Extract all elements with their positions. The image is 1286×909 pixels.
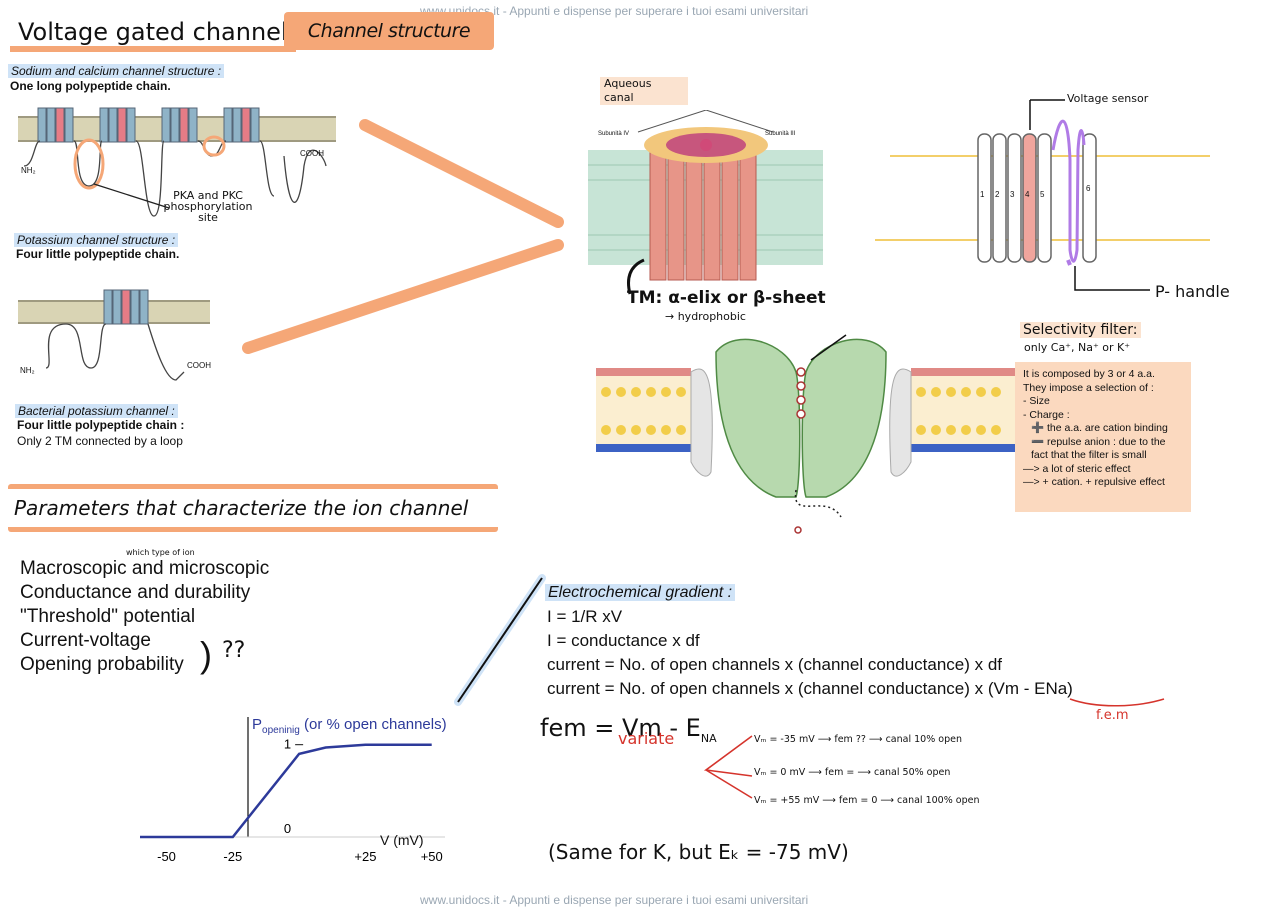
pka-annotation: PKA and PKC phosphorylation site xyxy=(163,189,253,224)
x-tick-label: -25 xyxy=(223,849,242,864)
bacterial-channel-label: Bacterial potassium channel : xyxy=(15,402,178,420)
info-line-4: - Charge : xyxy=(1023,408,1070,421)
segment-4-label: 4 xyxy=(1025,190,1030,199)
fem-equation: fem = Vm - ENA xyxy=(540,714,717,745)
subunit-iii-label: Subunità III xyxy=(765,131,796,137)
param-item-5: Opening probability xyxy=(20,654,184,675)
segment-2-label: 2 xyxy=(995,190,1000,199)
electro-line-2: I = conductance x df xyxy=(547,631,700,650)
selectivity-title: Selectivity filter: xyxy=(1020,322,1141,338)
param-item-2: Conductance and durability xyxy=(20,582,251,603)
question-marks: ?? xyxy=(222,638,246,663)
parameters-title-bar: Parameters that characterize the ion cha… xyxy=(8,484,498,532)
x-tick-label: +50 xyxy=(421,849,443,864)
variate-branches xyxy=(703,735,753,799)
tm-label: TM: α-elix or β-sheet xyxy=(627,288,826,308)
chart-series-line xyxy=(140,743,432,839)
electro-title: Electrochemical gradient : xyxy=(545,584,736,602)
selectivity-filter-diagram xyxy=(596,334,1016,534)
info-line-1: It is composed by 3 or 4 a.a. xyxy=(1023,368,1155,380)
case-3: Vₘ = +55 mV ⟶ fem = 0 ⟶ canal 100% open xyxy=(754,795,980,806)
param-item-3: "Threshold" potential xyxy=(20,606,196,627)
x-tick-label: +25 xyxy=(354,849,376,864)
case-1: Vₘ = -35 mV ⟶ fem ?? ⟶ canal 10% open xyxy=(754,734,962,745)
segment-1-label: 1 xyxy=(980,190,985,199)
sodium-channel-diagram xyxy=(23,107,327,217)
chart-ylabel: Popeninig (or % open channels) xyxy=(252,716,447,736)
section-tag: Channel structure xyxy=(284,12,494,50)
electro-line-3: current = No. of open channels x (channe… xyxy=(547,655,1003,674)
page-title: Voltage gated channel xyxy=(10,18,296,52)
segment-6-label: 6 xyxy=(1086,184,1091,193)
case-2: Vₘ = 0 mV ⟶ fem = ⟶ canal 50% open xyxy=(754,767,951,778)
y-tick-label: 1 xyxy=(284,737,291,752)
bacterial-desc-2: Only 2 TM connected by a loop xyxy=(17,434,183,448)
channel-3d-diagram xyxy=(588,110,823,281)
watermark-bottom: www.unidocs.it - Appunti e dispense per … xyxy=(420,893,809,907)
chart-xlabel: V (mV) xyxy=(380,832,424,848)
info-line-3: - Size xyxy=(1023,395,1050,407)
subunit-iv-label: Subunità IV xyxy=(598,131,630,137)
segment-5-label: 5 xyxy=(1040,190,1045,199)
param-item-1: Macroscopic and microscopic xyxy=(20,558,270,579)
watermark-top: www.unidocs.it - Appunti e dispense per … xyxy=(420,4,809,18)
blue-connector xyxy=(454,574,546,706)
aqueous-canal-label: Aqueous canal xyxy=(600,77,688,105)
variate-label: variate xyxy=(618,729,675,748)
info-line-7: —> a lot of steric effect xyxy=(1023,462,1131,475)
ion-type-note: which type of ion xyxy=(126,548,195,557)
nh2-label-potassium: NH₂ xyxy=(20,366,35,375)
voltage-sensor-diagram xyxy=(875,99,1210,291)
potassium-channel-diagram xyxy=(45,289,185,381)
info-line-5: ➕ the a.a. are cation binding xyxy=(1031,422,1168,434)
potassium-channel-label: Potassium channel structure : xyxy=(14,231,179,249)
voltage-sensor-label: Voltage sensor xyxy=(1067,92,1149,105)
info-line-2: They impose a selection of : xyxy=(1023,381,1154,394)
p-handle-label: P- handle xyxy=(1155,282,1230,301)
y-tick-label: 0 xyxy=(284,821,291,836)
param-item-4: Current-voltage xyxy=(20,630,151,651)
cooh-label-potassium: COOH xyxy=(187,361,211,370)
fem-underline xyxy=(1069,698,1165,707)
selectivity-info-box: It is composed by 3 or 4 a.a. They impos… xyxy=(1015,362,1191,512)
bacterial-desc-1: Four little polypeptide chain : xyxy=(17,418,185,432)
same-for-k-note: (Same for K, but Eₖ = -75 mV) xyxy=(548,840,849,864)
bracket-symbol: ) xyxy=(200,634,212,675)
x-tick-label: -50 xyxy=(157,849,176,864)
tm-arrow-stroke xyxy=(627,258,645,295)
info-line-6: ➖ repulse anion : due to the fact that t… xyxy=(1031,435,1166,462)
selectivity-subtitle: only Ca⁺, Na⁺ or K⁺ xyxy=(1024,341,1131,354)
connector-strokes xyxy=(242,119,564,354)
hydrophobic-label: → hydrophobic xyxy=(665,310,746,323)
parameters-title: Parameters that characterize the ion cha… xyxy=(8,489,498,527)
sodium-channel-label: Sodium and calcium channel structure : xyxy=(8,62,225,80)
segment-3-label: 3 xyxy=(1010,190,1015,199)
electro-line-1: I = 1/R xV xyxy=(547,607,623,626)
info-line-8: —> + cation. + repulsive effect xyxy=(1023,476,1165,488)
fem-note: f.e.m xyxy=(1096,708,1129,723)
electro-line-4: current = No. of open channels x (channe… xyxy=(547,679,1073,698)
sodium-channel-desc: One long polypeptide chain. xyxy=(10,79,171,93)
nh2-label-sodium: NH₂ xyxy=(21,166,36,175)
cooh-label-sodium: COOH xyxy=(300,149,324,158)
opening-probability-chart: -50 -25 +25 +50 0 1 xyxy=(140,717,445,864)
potassium-channel-desc: Four little polypeptide chain. xyxy=(16,247,180,261)
